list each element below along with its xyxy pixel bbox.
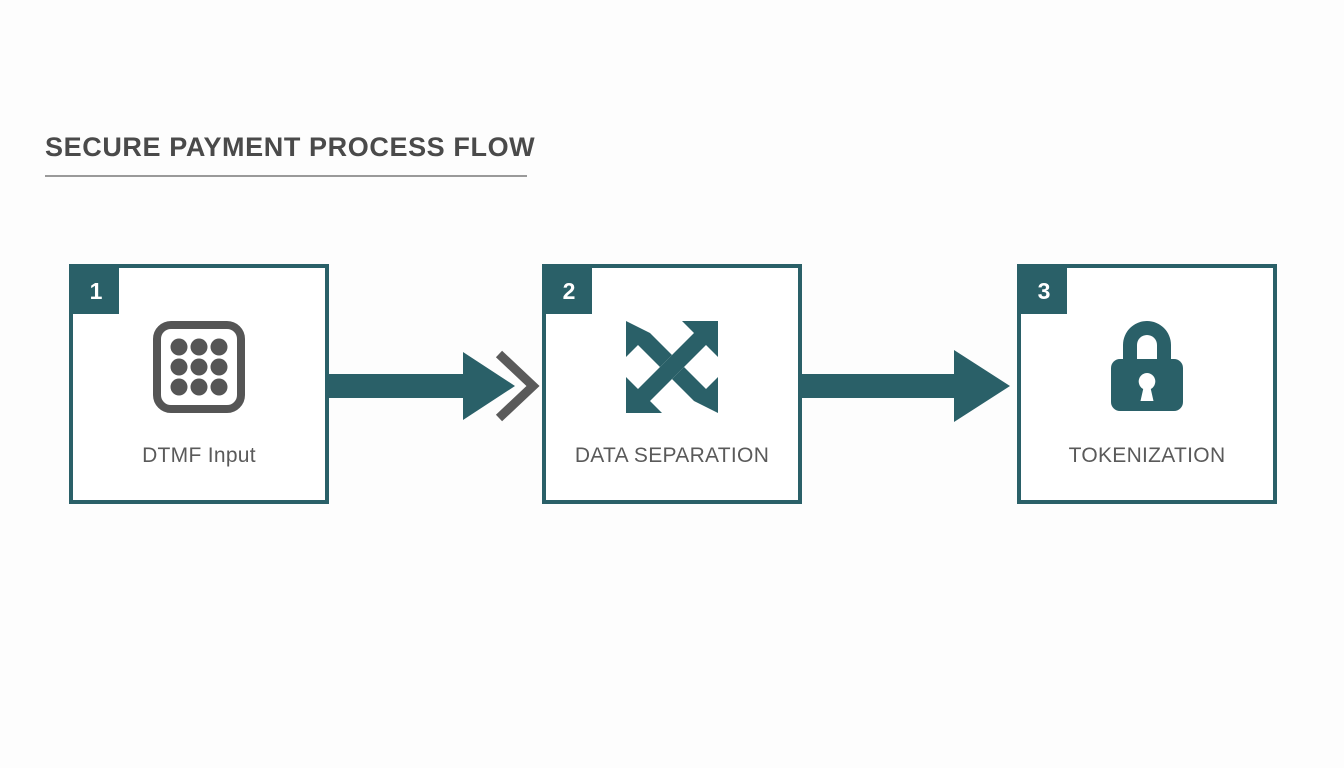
flow-step-label-2: DATA SEPARATION (574, 444, 770, 467)
flow-connector-2 (802, 346, 1020, 426)
shuffle-split-icon (546, 312, 798, 422)
arrow-right-icon (802, 350, 1010, 422)
step-number-badge-2: 2 (546, 268, 592, 314)
page-title: SECURE PAYMENT PROCESS FLOW (45, 132, 536, 162)
flow-step-label-1: DTMF Input (142, 444, 256, 467)
flow-step-label-3: TOKENIZATION (1068, 444, 1226, 467)
title-underline-rule (45, 175, 527, 177)
step-number-badge-1: 1 (73, 268, 119, 314)
step-number-badge-3: 3 (1021, 268, 1067, 314)
keypad-icon (73, 312, 325, 422)
process-flow-diagram: 1 DTMF Input (0, 264, 1344, 508)
flow-connector-1 (329, 346, 547, 426)
title-block: SECURE PAYMENT PROCESS FLOW (45, 130, 535, 177)
flow-step-card-2[interactable]: 2 DATA SEPARATION (542, 264, 802, 504)
arrow-right-icon (329, 352, 515, 420)
flow-step-card-1[interactable]: 1 DTMF Input (69, 264, 329, 504)
flow-step-card-3[interactable]: 3 TOKENIZATION (1017, 264, 1277, 504)
padlock-icon (1021, 312, 1273, 422)
chevron-right-icon (495, 350, 540, 422)
